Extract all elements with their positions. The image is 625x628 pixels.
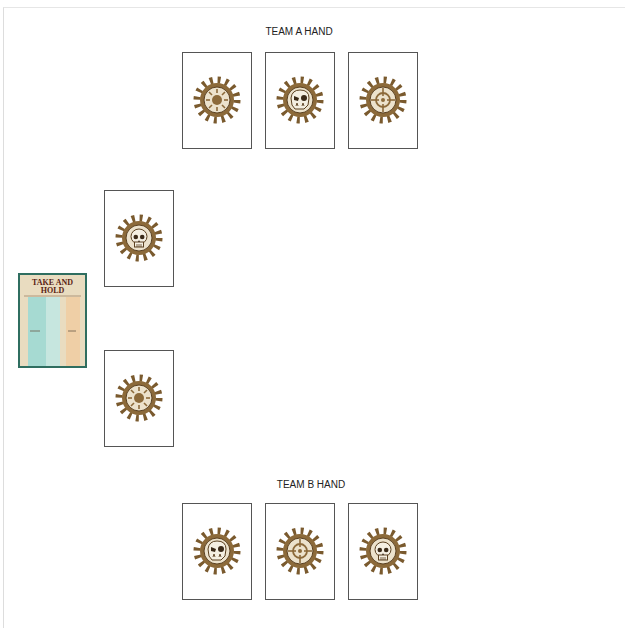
card <box>266 53 335 149</box>
card <box>349 53 418 149</box>
page-edge <box>4 7 625 8</box>
card <box>266 504 335 600</box>
hand-label: TEAM B HAND <box>277 479 345 490</box>
page-edge <box>3 7 4 628</box>
card <box>183 504 252 600</box>
objective-card: TAKE AND HOLD <box>18 273 87 368</box>
card <box>105 191 174 287</box>
card <box>349 504 418 600</box>
card <box>183 53 252 149</box>
card <box>105 351 174 447</box>
card-title: TAKE AND HOLD <box>20 275 85 295</box>
hand-label: TEAM A HAND <box>265 26 332 37</box>
